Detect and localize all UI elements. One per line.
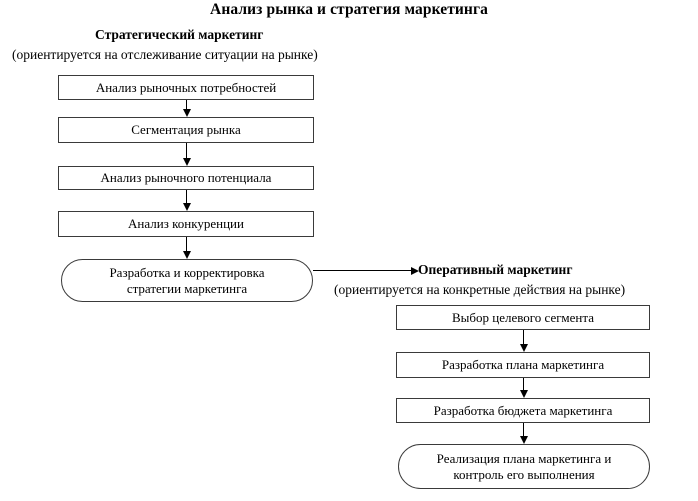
node-label: Анализ рыночного потенциала xyxy=(100,170,272,185)
node-strategy-development: Разработка и корректировка стратегии мар… xyxy=(61,259,313,302)
node-market-potential-analysis: Анализ рыночного потенциала xyxy=(58,166,314,190)
node-marketing-budget-development: Разработка бюджета маркетинга xyxy=(396,398,650,423)
operative-column-subtitle: (ориентируется на конкретные действия на… xyxy=(334,282,626,297)
node-label: Разработка бюджета маркетинга xyxy=(433,402,613,418)
node-label: Разработка и корректировка стратегии мар… xyxy=(109,264,265,296)
node-label: Реализация плана маркетинга и контроль е… xyxy=(436,450,612,482)
strategic-column-heading: Стратегический маркетинг xyxy=(95,27,264,42)
arrow-potential-to-competition xyxy=(182,190,191,211)
arrow-segment-to-potential xyxy=(182,143,191,166)
node-label: Анализ рыночных потребностей xyxy=(95,79,277,95)
arrow-target-to-plan xyxy=(519,330,528,352)
arrow-strategy-to-operative-marketing xyxy=(313,266,419,275)
node-target-segment-selection: Выбор целевого сегмента xyxy=(396,305,650,330)
node-competition-analysis: Анализ конкуренции xyxy=(58,211,314,237)
node-plan-implementation-and-control: Реализация плана маркетинга и контроль е… xyxy=(398,444,650,489)
arrow-plan-to-budget xyxy=(519,378,528,398)
node-market-segmentation: Сегментация рынка xyxy=(58,117,314,143)
arrow-budget-to-implementation xyxy=(519,423,528,444)
node-market-needs-analysis: Анализ рыночных потребностей xyxy=(58,75,314,100)
node-label: Сегментация рынка xyxy=(131,122,241,137)
strategic-column-subtitle: (ориентируется на отслеживание ситуации … xyxy=(12,47,318,62)
arrow-competition-to-strategy xyxy=(182,237,191,259)
arrow-needs-to-segment xyxy=(182,100,191,117)
diagram-title: Анализ рынка и стратегия маркетинга xyxy=(210,1,488,18)
node-label: Выбор целевого сегмента xyxy=(452,309,594,325)
node-marketing-plan-development: Разработка плана маркетинга xyxy=(396,352,650,378)
node-label: Разработка плана маркетинга xyxy=(441,357,605,372)
operative-column-heading: Оперативный маркетинг xyxy=(418,262,573,277)
node-label: Анализ конкуренции xyxy=(128,216,244,231)
